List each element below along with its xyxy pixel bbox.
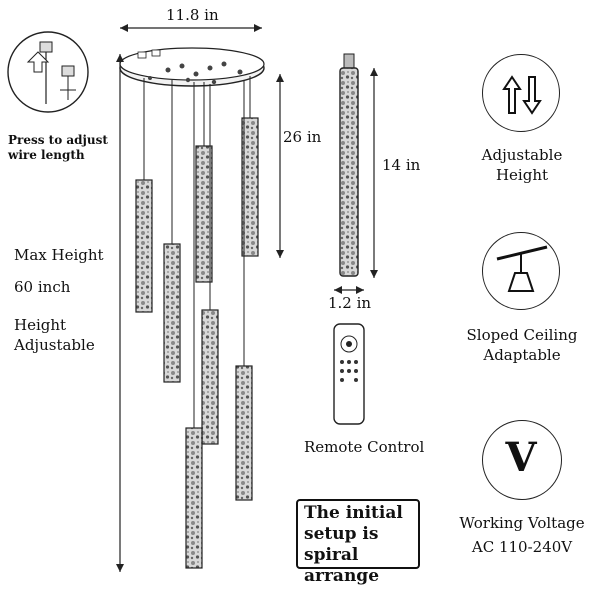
height-adjustable-line1: Height bbox=[14, 316, 67, 334]
inset-caption-line2: wire length bbox=[8, 148, 85, 162]
feature-voltage-line1: Working Voltage bbox=[459, 514, 585, 532]
note-line1: The initial bbox=[304, 503, 403, 523]
feature-adjustable-line1: Adjustable bbox=[481, 146, 563, 164]
top-width-label: 11.8 in bbox=[166, 6, 219, 24]
inset-caption-line1: Press to adjust bbox=[8, 133, 108, 147]
height-adjustable-line2: Adjustable bbox=[14, 336, 95, 354]
max-height-dimension bbox=[116, 54, 124, 572]
max-height-label: Max Height bbox=[14, 246, 104, 264]
voltage-v-icon: V bbox=[482, 420, 562, 500]
drop-dimension bbox=[276, 74, 284, 258]
feature-sloped-line2: Adaptable bbox=[483, 346, 561, 364]
ceiling-plate bbox=[119, 47, 265, 87]
wire-adjust-inset bbox=[7, 31, 89, 113]
pendant-length-label: 14 in bbox=[382, 156, 421, 174]
feature-adjustable-line2: Height bbox=[495, 166, 549, 184]
initial-setup-note: The initial setup is spiral arrange bbox=[296, 499, 420, 586]
drop-length-label: 26 in bbox=[283, 128, 322, 146]
note-line2: setup is bbox=[304, 524, 379, 544]
pendant-width-label: 1.2 in bbox=[328, 294, 372, 312]
feature-sloped-line1: Sloped Ceiling bbox=[466, 326, 578, 344]
remote-control-label: Remote Control bbox=[304, 438, 425, 456]
single-pendant-detail bbox=[334, 53, 378, 294]
max-height-value: 60 inch bbox=[14, 278, 71, 296]
pendant-tubes bbox=[135, 76, 259, 569]
remote-control-drawing bbox=[333, 323, 365, 425]
note-line3: spiral arrange bbox=[304, 545, 380, 586]
feature-voltage-line2: AC 110-240V bbox=[471, 538, 573, 556]
top-width-dimension bbox=[120, 24, 262, 32]
up-down-arrows-icon bbox=[482, 54, 560, 132]
sloped-ceiling-lamp-icon bbox=[482, 232, 560, 310]
voltage-glyph: V bbox=[505, 434, 537, 481]
